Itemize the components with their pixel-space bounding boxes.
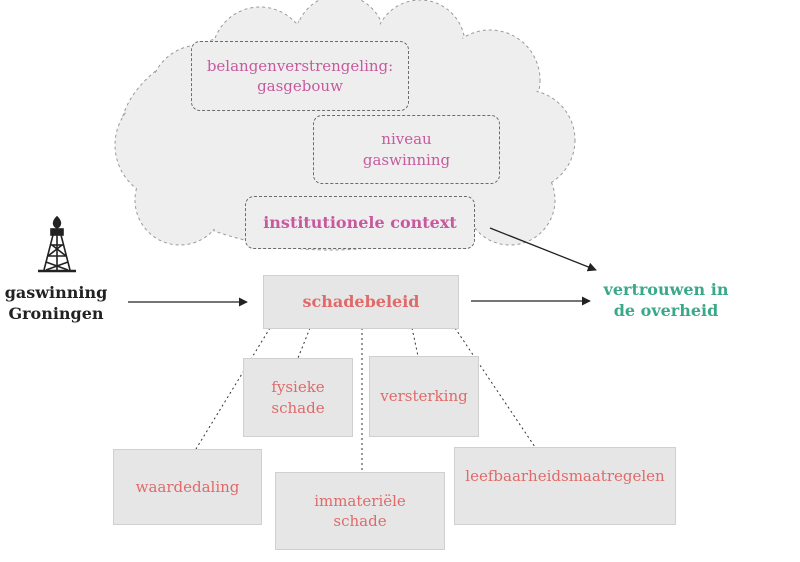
belangen-line1: belangenverstrengeling: [206, 56, 394, 75]
fysieke-line1: fysieke [271, 378, 325, 397]
waardedaling-box: waardedaling [113, 449, 262, 525]
source-line2: Groningen [8, 303, 104, 323]
outcome-line2: de overheid [613, 300, 719, 320]
outcome-label: vertrouwen in de overheid [596, 280, 736, 322]
schadebeleid-label: schadebeleid [302, 292, 420, 312]
versterking-label: versterking [380, 387, 468, 406]
leefbaarheidsmaatregelen-box: leefbaarheidsmaatregelen [454, 447, 676, 525]
fysieke-line2: schade [271, 398, 325, 417]
outcome-line1: vertrouwen in [603, 280, 729, 299]
immaterieel-line2: schade [333, 512, 387, 530]
immateriele-schade-box: immateriële schade [275, 472, 445, 550]
gas-rig-icon [38, 215, 76, 273]
leefbaarheid-label: leefbaarheidsmaatregelen [465, 467, 665, 485]
subtype-connectors [195, 327, 536, 472]
source-line1: gaswinning [4, 283, 108, 302]
fysieke-schade-box: fysieke schade [243, 358, 353, 437]
source-label: gaswinning Groningen [0, 283, 112, 325]
waardedaling-label: waardedaling [135, 477, 240, 496]
belangen-line2: gasgebouw [257, 77, 343, 95]
niveau-line1: niveau [381, 130, 432, 149]
niveau-gaswinning-box: niveau gaswinning [313, 115, 500, 184]
schadebeleid-box: schadebeleid [263, 275, 459, 329]
niveau-line2: gaswinning [362, 150, 451, 169]
belangenverstrengeling-box: belangenverstrengeling: gasgebouw [191, 41, 409, 111]
arrow-context-to-trust [489, 227, 597, 272]
versterking-box: versterking [369, 356, 479, 437]
institutionele-context-label: institutionele context [263, 212, 457, 232]
immaterieel-line1: immateriële [314, 491, 406, 510]
institutionele-context-box: institutionele context [245, 196, 475, 249]
